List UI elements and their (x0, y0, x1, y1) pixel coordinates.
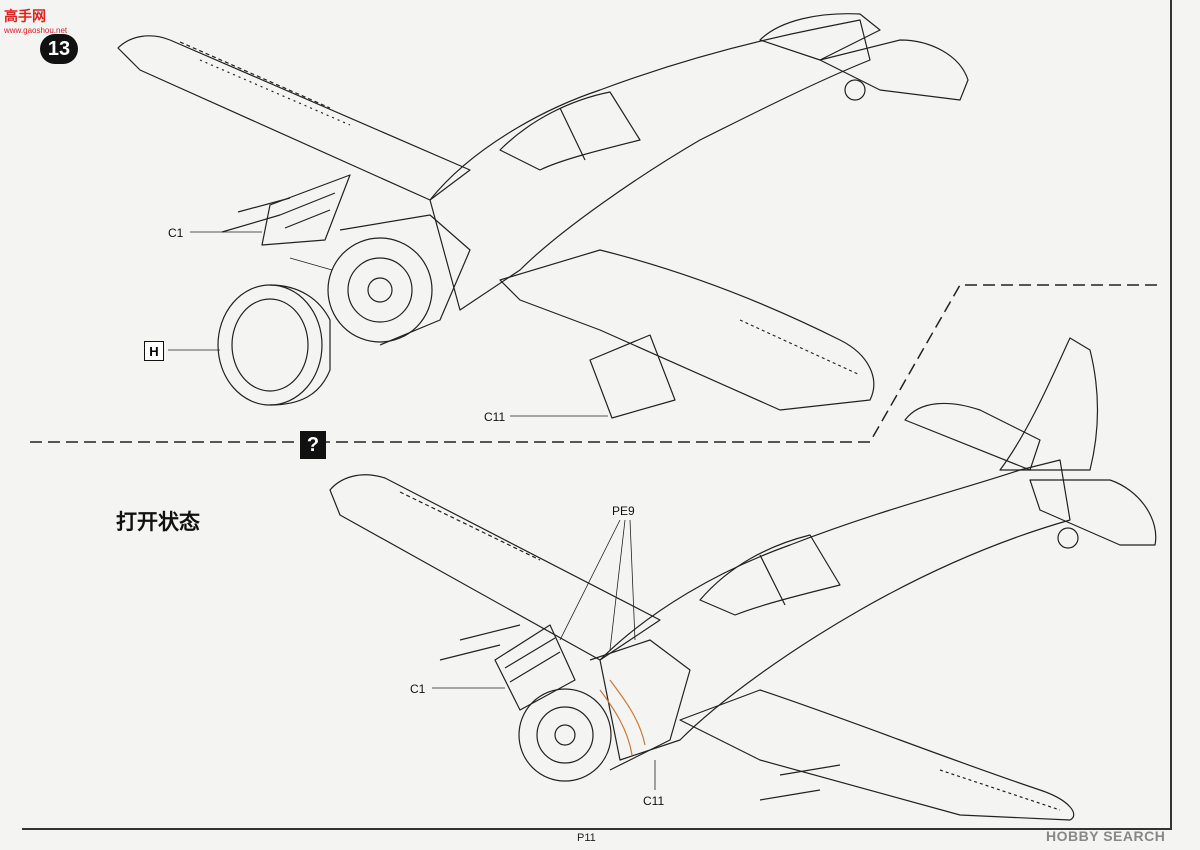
bottom-aircraft (329, 337, 1157, 821)
watermark: HOBBY SEARCH (1046, 828, 1166, 844)
top-engine (327, 237, 433, 343)
top-cowl-ring (217, 284, 323, 406)
bottom-fuselage (599, 459, 1071, 761)
bottom-right-wing (679, 689, 1075, 821)
bottom-tailplane-left (904, 402, 1041, 471)
bottom-canopy (699, 534, 841, 616)
callout-c11-bottom: C11 (643, 794, 665, 808)
bottom-engine-front (518, 688, 612, 782)
callout-c11-top: C11 (484, 410, 506, 424)
bottom-engine-bay (589, 639, 691, 771)
top-fin (759, 13, 881, 61)
view-divider (30, 284, 1160, 443)
top-tailplane (819, 39, 969, 101)
logo-url: www.gaoshou.net (4, 26, 68, 35)
logo-title: 高手网 (4, 9, 46, 25)
callout-pe9: PE9 (612, 504, 635, 518)
bottom-tailplane-right (1029, 479, 1157, 546)
site-logo: 高手网 www.gaoshou.net (4, 6, 74, 38)
top-canopy (499, 91, 641, 171)
page-number: P11 (577, 832, 596, 844)
bottom-fin (999, 337, 1099, 471)
top-left-wing (117, 35, 471, 201)
top-fuselage (429, 19, 871, 311)
callout-h-box: H (144, 341, 164, 361)
question-mark-badge: ? (300, 431, 326, 459)
bottom-panel-c1 (494, 624, 576, 711)
callout-c1-bottom: C1 (410, 682, 426, 696)
top-panel-c1 (261, 174, 351, 246)
open-state-title: 打开状态 (116, 510, 200, 534)
callout-c1-top: C1 (168, 226, 184, 240)
bottom-left-wing (329, 474, 661, 661)
top-panel-c11 (589, 334, 676, 419)
top-right-wing (499, 249, 875, 411)
step-number-badge: 13 (40, 34, 78, 64)
page-frame (22, 0, 1172, 830)
top-aircraft (117, 13, 969, 419)
